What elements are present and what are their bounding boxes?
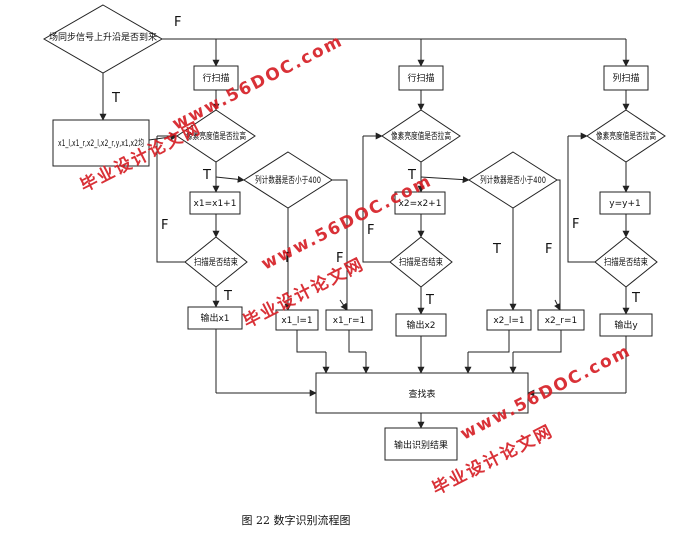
col-scan-box xyxy=(603,65,649,91)
label-f-scan3: F xyxy=(572,217,579,232)
figure-caption: 图 22 数字识别流程图 xyxy=(242,513,351,527)
watermarks: www.56DOC.com 毕业设计论文网 www.56DOC.com 毕业设计… xyxy=(77,31,635,500)
label-t-sync: T xyxy=(111,91,120,106)
init-vars-label: x1_l,x1_r,x2_l,x2_r,y,x1,x2均 xyxy=(58,137,144,149)
x2-l-label: x2_l=1 xyxy=(493,316,524,326)
x2-r-label: x2_r=1 xyxy=(545,316,578,326)
bright-2-label: 像素亮度值是否拉高 xyxy=(391,130,451,142)
row-scan-2-label: 行扫描 xyxy=(407,72,434,84)
scan-end-3-label: 扫描是否结束 xyxy=(604,256,648,268)
label-f-counter2: F xyxy=(545,242,552,257)
x2-inc-label: x2=x2+1 xyxy=(399,199,442,209)
counter-2-label: 列计数器是否小于400 xyxy=(480,174,546,186)
bright-1-label: 像素亮度值是否拉高 xyxy=(186,130,246,142)
label-f-counter1: F xyxy=(336,251,343,266)
edge-labels: F T T F T F T T F T F T F T xyxy=(111,15,640,308)
label-t-bright2: T xyxy=(407,168,416,183)
init-vars-box xyxy=(52,119,150,167)
out-x2-label: 输出x2 xyxy=(406,319,435,331)
scan-end-1-label: 扫描是否结束 xyxy=(194,256,238,268)
row-scan-2-box xyxy=(398,65,444,91)
x1-l-label: x1_l=1 xyxy=(281,316,312,326)
bright-3-label: 像素亮度值是否拉高 xyxy=(596,130,656,142)
counter-1-label: 列计数器是否小于400 xyxy=(255,174,321,186)
scan-end-2-label: 扫描是否结束 xyxy=(399,256,443,268)
out-x1-label: 输出x1 xyxy=(200,312,229,324)
label-f-scan2: F xyxy=(367,223,374,238)
result-box xyxy=(384,427,458,461)
out-y-label: 输出y xyxy=(614,319,638,331)
label-t-scan3: T xyxy=(631,291,640,306)
row-scan-1-label: 行扫描 xyxy=(202,72,229,84)
col-scan-label: 列扫描 xyxy=(612,72,639,84)
label-t-bright1: T xyxy=(202,168,211,183)
lookup-label: 查找表 xyxy=(408,388,435,400)
connectors xyxy=(99,38,630,429)
x1-inc-label: x1=x1+1 xyxy=(194,199,237,209)
label-f-scan1: F xyxy=(161,218,168,233)
label-f-sync: F xyxy=(174,15,181,30)
label-t-scan2: T xyxy=(425,293,434,308)
y-inc-label: y=y+1 xyxy=(609,199,640,209)
node-labels: 场同步信号上升沿是否到来 x1_l,x1_r,x2_l,x2_r,y,x1,x2… xyxy=(49,31,656,451)
label-t-counter1: T xyxy=(282,251,291,266)
node-shapes xyxy=(42,4,666,461)
sync-check-label: 场同步信号上升沿是否到来 xyxy=(49,31,157,43)
label-t-scan1: T xyxy=(223,289,232,304)
x1-r-label: x1_r=1 xyxy=(333,316,366,326)
result-label: 输出识别结果 xyxy=(394,439,448,451)
label-t-counter2: T xyxy=(492,242,501,257)
